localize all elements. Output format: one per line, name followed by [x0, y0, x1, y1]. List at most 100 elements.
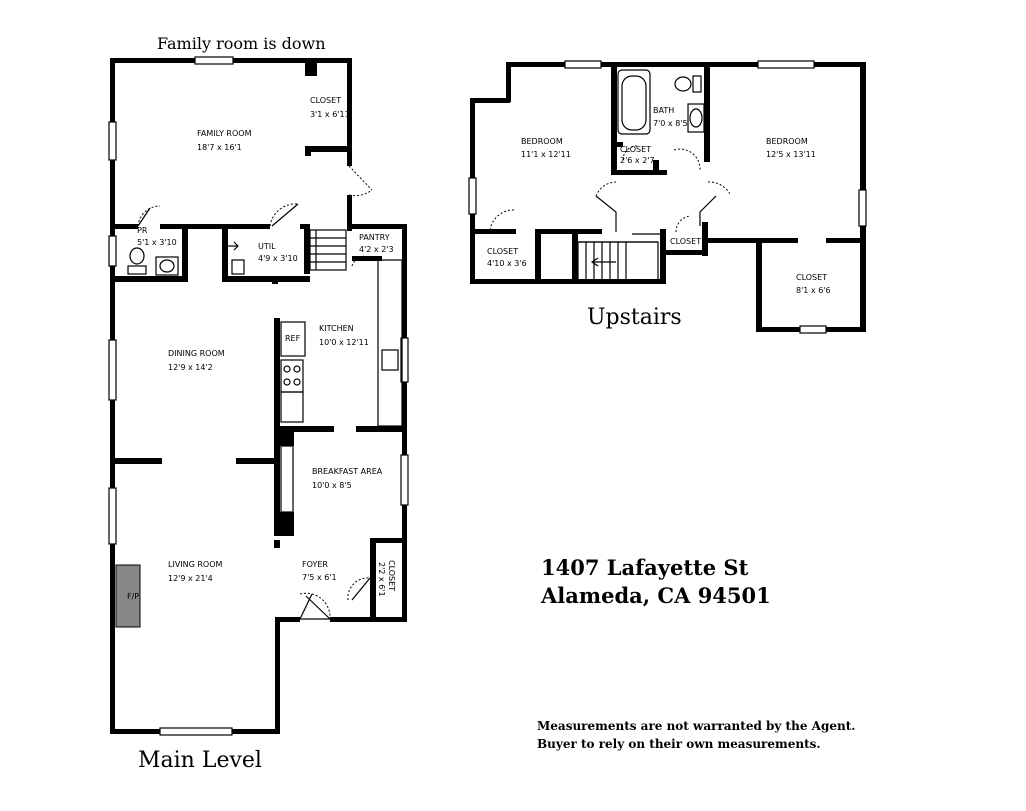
counter: [280, 445, 294, 513]
room-label: FOYER: [302, 560, 328, 569]
door-swing: [347, 577, 371, 601]
door-swing: [299, 592, 331, 620]
address-street: 1407 Lafayette St: [541, 555, 749, 580]
window: [400, 337, 409, 383]
door-swing: [351, 255, 365, 267]
room-dim: 4'9 x 3'10: [258, 254, 298, 263]
room-label: UTIL: [258, 242, 276, 251]
wall: [611, 170, 667, 175]
door-swing: [348, 189, 373, 197]
door-swing: [137, 205, 161, 227]
window: [468, 177, 477, 215]
window: [159, 727, 233, 736]
room-dim: 5'1 x 3'10: [137, 238, 177, 247]
closet-wall: [305, 146, 311, 156]
wall: [535, 229, 541, 283]
wall: [506, 62, 511, 102]
wall: [236, 458, 280, 464]
window: [400, 454, 409, 506]
wall: [222, 228, 228, 280]
wall: [370, 538, 406, 543]
door-swing: [622, 145, 638, 161]
room-label: CLOSET: [620, 145, 651, 154]
room-dim: 10'0 x 12'11: [319, 338, 369, 347]
wall: [756, 238, 762, 332]
pantry-wall: [352, 256, 382, 261]
room-label: CLOSET: [487, 247, 518, 256]
window: [194, 56, 234, 65]
toilet-icon: [129, 247, 145, 265]
sink-icon: [381, 349, 399, 371]
room-dim: 7'5 x 6'1: [302, 573, 337, 582]
room-dim: 12'9 x 14'2: [168, 363, 213, 372]
wall: [506, 62, 616, 67]
room-label: BREAKFAST AREA: [312, 467, 383, 476]
wall: [275, 617, 280, 734]
wall: [611, 142, 623, 147]
room-label: PR: [137, 226, 148, 235]
door: [137, 207, 151, 227]
door: [271, 203, 299, 227]
wall: [470, 279, 666, 284]
window: [108, 235, 117, 267]
room-dim: 2'6 x 2'7: [620, 156, 655, 165]
wall: [702, 238, 798, 243]
wall: [653, 160, 659, 174]
wall: [274, 426, 334, 432]
wall: [572, 229, 578, 283]
wall: [704, 62, 710, 162]
room-dim: 10'0 x 8'5: [312, 481, 352, 490]
room-dim: 3'1 x 6'11: [310, 110, 350, 119]
window: [108, 121, 117, 161]
room-label: CLOSET: [310, 96, 341, 105]
family-room-note: Family room is down: [157, 34, 326, 53]
stairs: [577, 233, 662, 281]
wall: [110, 224, 138, 229]
room-label: CLOSET: [387, 560, 396, 591]
room-dim: 12'5 x 13'11: [766, 150, 816, 159]
room-label: LIVING ROOM: [168, 560, 223, 569]
upstairs-title: Upstairs: [587, 305, 682, 330]
window: [108, 487, 117, 545]
room-label: CLOSET: [796, 273, 827, 282]
door-swing: [707, 181, 731, 195]
room-label: BATH: [653, 106, 674, 115]
wall: [274, 318, 280, 428]
door: [305, 595, 331, 620]
wall: [160, 224, 270, 229]
door-swing: [489, 209, 517, 231]
door-swing: [675, 215, 691, 233]
toilet-icon: [674, 76, 692, 92]
door: [299, 593, 313, 620]
room-label: CLOSET: [670, 237, 701, 246]
appliance-icon: [231, 259, 245, 275]
room-dim: 18'7 x 16'1: [197, 143, 242, 152]
wall: [356, 426, 406, 432]
disclaimer-line-2: Buyer to rely on their own measurements.: [537, 737, 821, 751]
window: [564, 60, 602, 69]
bathtub-icon: [617, 69, 651, 135]
wall: [370, 538, 376, 622]
closet-wall: [305, 60, 317, 76]
door: [351, 577, 371, 601]
door: [348, 165, 373, 191]
room-dim: 12'9 x 21'4: [168, 574, 213, 583]
wall: [347, 195, 352, 231]
wall: [347, 224, 407, 229]
wall: [330, 617, 407, 622]
closet-wall: [305, 146, 350, 152]
door-swing: [595, 181, 617, 197]
stove-icon: [280, 359, 304, 393]
wall: [110, 276, 188, 282]
wall: [274, 540, 280, 548]
address-city: Alameda, CA 94501: [540, 583, 771, 608]
wall: [660, 229, 666, 283]
window: [858, 189, 867, 227]
wall: [470, 229, 516, 234]
wall: [538, 229, 602, 234]
wall: [826, 238, 866, 243]
sink-icon: [687, 103, 705, 133]
door-swing: [269, 203, 299, 227]
wall: [611, 62, 617, 174]
wall: [182, 228, 188, 280]
